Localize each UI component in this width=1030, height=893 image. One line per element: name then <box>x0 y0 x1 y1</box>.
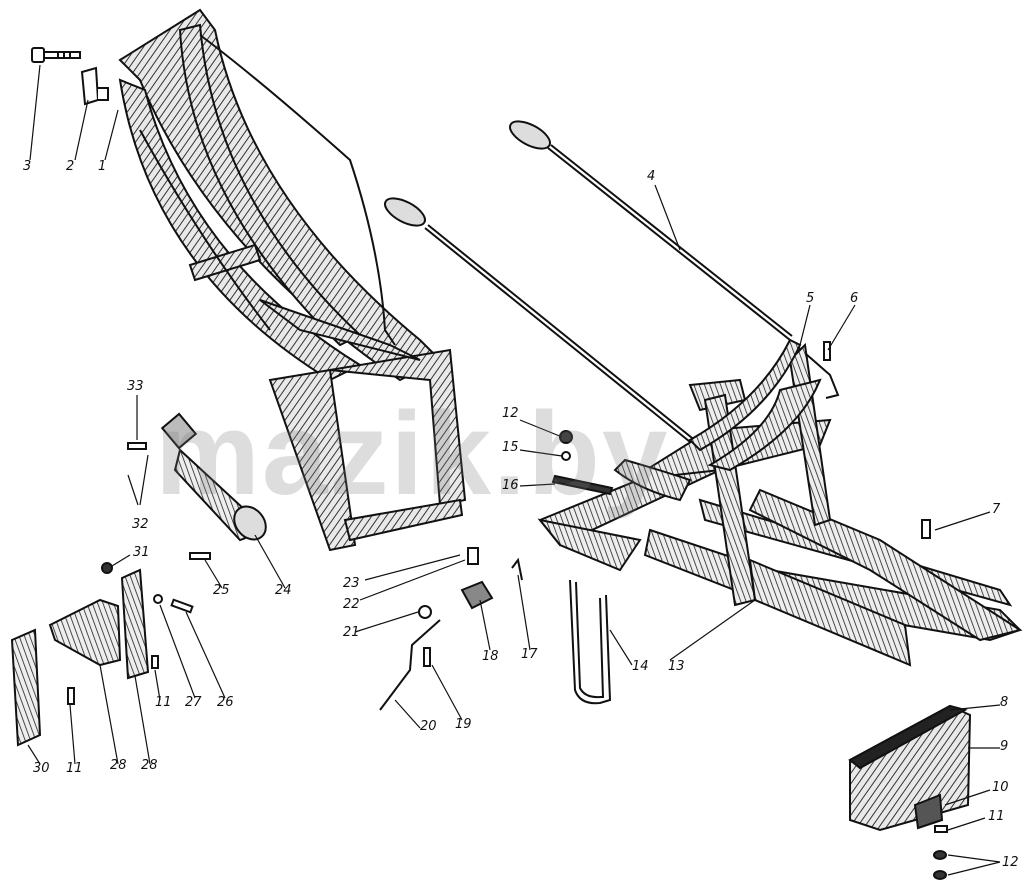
part-label-4: 4 <box>647 169 656 184</box>
part-label-12-right: 12 <box>1002 855 1019 870</box>
part-label-1: 1 <box>98 159 107 174</box>
part-label-28-right: 28 <box>141 758 158 773</box>
hook-part-6 <box>789 339 840 399</box>
part-label-33: 33 <box>127 379 144 394</box>
part-label-30: 30 <box>33 761 50 776</box>
part-label-5: 5 <box>806 291 815 306</box>
base-frame-part-13 <box>537 338 1023 667</box>
part-label-18: 18 <box>482 649 499 664</box>
u-bolt-part-14 <box>569 579 612 705</box>
part-label-25: 25 <box>213 583 230 598</box>
block-part-28 <box>48 568 150 680</box>
tie-rod-part-1 <box>199 34 396 346</box>
part-label-16: 16 <box>502 478 519 493</box>
part-label-11-mid: 11 <box>155 695 172 710</box>
part-label-11-right: 11 <box>988 809 1005 824</box>
small-parts <box>67 430 948 880</box>
tie-rod-part-1b <box>139 129 271 331</box>
part-label-26: 26 <box>217 695 234 710</box>
part-label-20: 20 <box>420 719 437 734</box>
part-label-11-left: 11 <box>66 761 83 776</box>
bolt-part-3 <box>31 47 81 63</box>
pin-part-6 <box>823 341 831 361</box>
part-label-2: 2 <box>66 159 75 174</box>
part-label-21: 21 <box>343 625 360 640</box>
part-label-19: 19 <box>455 717 472 732</box>
watermark: mazik.by <box>155 388 670 520</box>
block-part-30 <box>10 628 42 747</box>
cylinder-part-24 <box>160 412 267 542</box>
part-label-24: 24 <box>275 583 292 598</box>
part-label-32: 32 <box>132 517 149 532</box>
side-frame-part-1 <box>118 8 467 552</box>
part-label-10: 10 <box>992 780 1009 795</box>
block-part-9 <box>848 704 972 832</box>
part-label-28-left: 28 <box>110 758 127 773</box>
part-label-9: 9 <box>1000 739 1009 754</box>
part-label-6: 6 <box>850 291 859 306</box>
part-label-15: 15 <box>502 440 519 455</box>
rod-secondary <box>384 197 703 451</box>
part-label-17: 17 <box>521 647 538 662</box>
part-label-7: 7 <box>992 502 1001 517</box>
part-label-12: 12 <box>502 406 519 421</box>
part-label-31: 31 <box>133 545 150 560</box>
part-label-13: 13 <box>668 659 685 674</box>
part-label-27: 27 <box>185 695 202 710</box>
rod-part-4 <box>509 120 793 341</box>
part-label-22: 22 <box>343 597 360 612</box>
part-label-23: 23 <box>343 576 360 591</box>
bracket-part-2 <box>80 66 109 106</box>
part-label-8: 8 <box>1000 695 1009 710</box>
part-label-14: 14 <box>632 659 649 674</box>
part-label-3: 3 <box>23 159 32 174</box>
leader-lines <box>27 64 1001 876</box>
